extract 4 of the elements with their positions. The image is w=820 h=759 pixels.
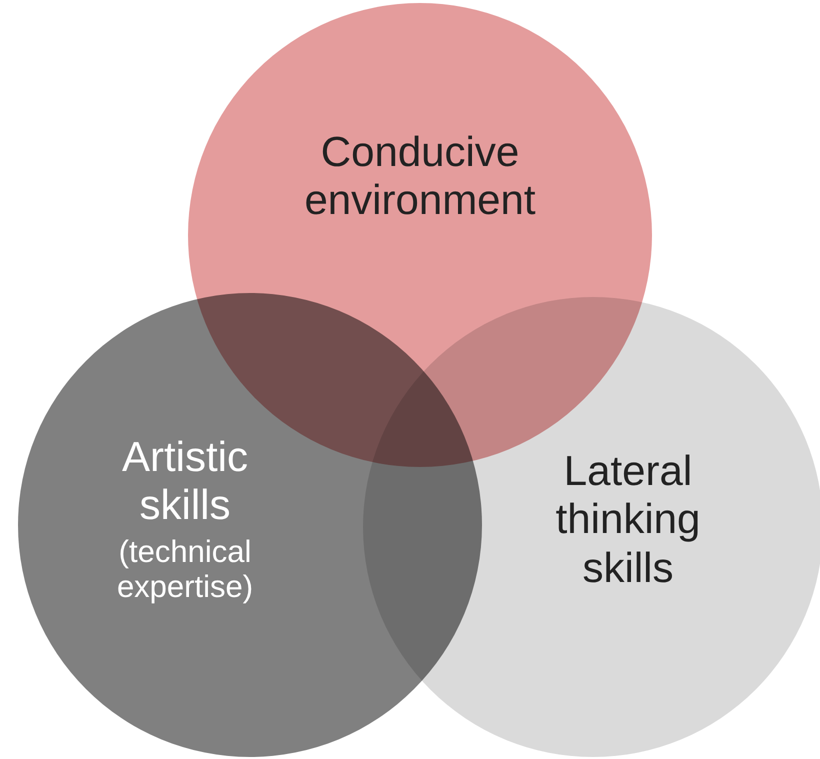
circle-title: Artistic skills — [121, 433, 249, 530]
circle-title: Conducive environment — [303, 128, 537, 225]
circle-subtitle: (technical expertise) — [116, 534, 254, 605]
circle-title: Lateral thinking skills — [554, 447, 702, 592]
